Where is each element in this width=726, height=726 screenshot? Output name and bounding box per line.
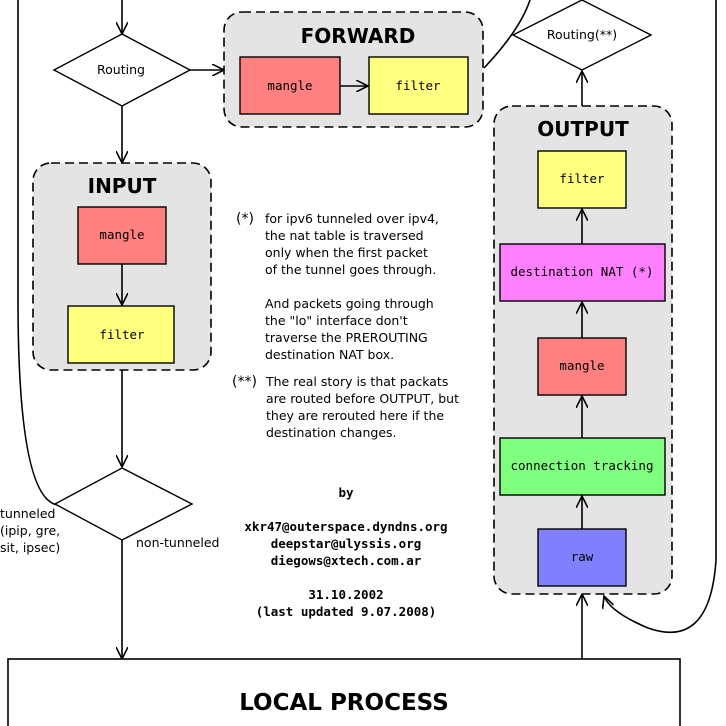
output-conntrack-label: connection tracking — [511, 458, 654, 473]
note2-marker: (**) — [232, 374, 257, 390]
tunneled-label-1: tunneled — [0, 506, 55, 521]
output-filter-box — [537, 150, 627, 209]
note-1: (*) for ipv6 tunneled over ipv4, the nat… — [236, 211, 439, 362]
credits-author: xkr47@outerspace.dyndns.org — [244, 519, 447, 534]
credits-by: by — [338, 485, 354, 500]
note1-line: of the tunnel goes through. — [265, 262, 436, 277]
forward-exit-curve — [483, 0, 531, 69]
routing-left-label: Routing — [97, 62, 145, 77]
note1-line: And packets going through — [265, 296, 434, 311]
local-process-label: LOCAL PROCESS — [239, 690, 449, 716]
routing-decision-right: Routing(**) — [511, 0, 653, 71]
routing-right-label: Routing(**) — [547, 27, 617, 42]
forward-filter-box — [368, 56, 469, 115]
tunneled-label-2: (ipip, gre, — [0, 523, 60, 538]
routing-decision-left: Routing — [52, 33, 192, 107]
note1-marker: (*) — [236, 211, 254, 227]
credits-updated: (last updated 9.07.2008) — [256, 604, 437, 619]
note2-line: they are rerouted here if the — [266, 408, 444, 423]
forward-title: FORWARD — [301, 24, 416, 48]
input-chain: INPUT mangle filter — [32, 162, 212, 371]
non-tunneled-label: non-tunneled — [136, 535, 219, 550]
input-filter-label: filter — [99, 327, 145, 342]
input-title: INPUT — [88, 174, 157, 198]
note2-line: are routed before OUTPUT, but — [266, 391, 459, 406]
credits-author: deepstar@ulyssis.org — [271, 536, 422, 551]
output-mangle-label: mangle — [559, 358, 604, 373]
forward-filter-label: filter — [395, 78, 441, 93]
output-title: OUTPUT — [537, 117, 629, 141]
output-conntrack-box — [499, 437, 666, 496]
note1-line: the nat table is traversed — [265, 228, 424, 243]
note1-line: destination NAT box. — [265, 347, 394, 362]
note2-line: destination changes. — [266, 425, 397, 440]
note1-line: the "lo" interface don't — [265, 313, 408, 328]
output-nat-label: destination NAT (*) — [511, 264, 654, 279]
input-filter-box — [67, 305, 175, 364]
local-process-box: LOCAL PROCESS — [7, 658, 681, 726]
forward-mangle-label: mangle — [267, 78, 312, 93]
tunnel-decision — [53, 467, 194, 541]
note-2: (**) The real story is that packats are … — [232, 374, 459, 440]
note1-line: only when the first packet — [265, 245, 428, 260]
loopback-curve — [604, 0, 717, 634]
tunnel-loop-line — [17, 0, 59, 506]
note1-line: traverse the PREROUTING — [265, 330, 428, 345]
output-chain: OUTPUT filter destination NAT (*) mangle… — [493, 105, 673, 595]
credits-date: 31.10.2002 — [308, 587, 383, 602]
output-filter-label: filter — [559, 171, 605, 186]
input-mangle-label: mangle — [99, 227, 144, 242]
note1-line: for ipv6 tunneled over ipv4, — [265, 211, 439, 226]
forward-chain: FORWARD mangle filter — [223, 11, 484, 128]
tunneled-label-3: sit, ipsec) — [0, 540, 60, 555]
credits-author: diegows@xtech.com.ar — [271, 553, 422, 568]
forward-mangle-box — [239, 56, 341, 115]
output-raw-box — [537, 528, 627, 587]
credits: by xkr47@outerspace.dyndns.org deepstar@… — [244, 485, 447, 619]
input-mangle-box — [77, 206, 167, 265]
output-raw-label: raw — [571, 549, 594, 564]
note2-line: The real story is that packats — [265, 374, 448, 389]
